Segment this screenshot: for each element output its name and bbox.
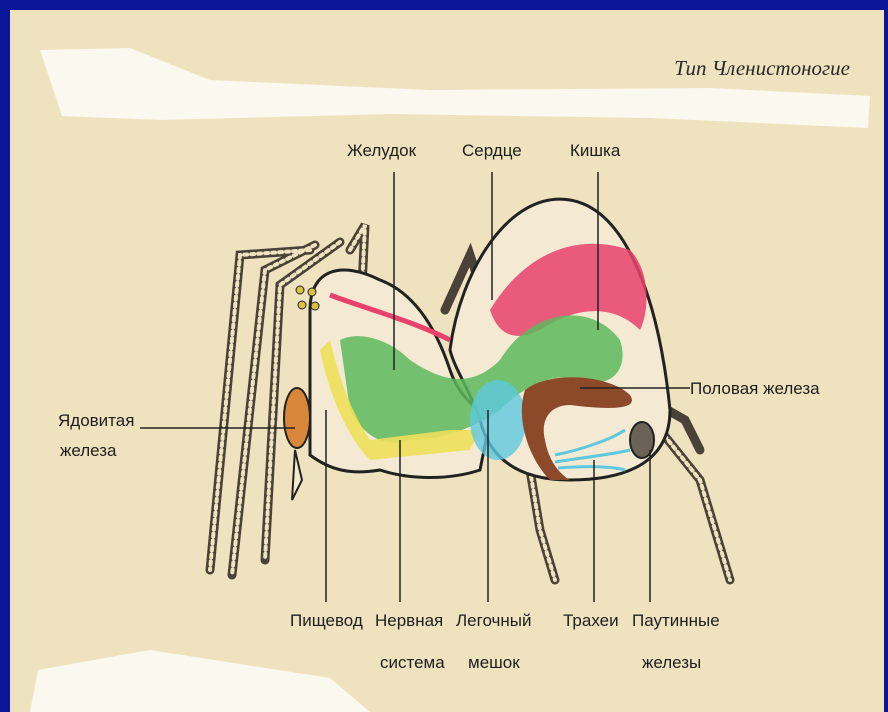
spider-anatomy-diagram [10, 10, 884, 712]
label-lung-line2: мешок [468, 652, 520, 673]
label-nervous-line1: Нервная [375, 610, 443, 631]
label-esophagus: Пищевод [290, 610, 363, 631]
label-venom-gland-line2: железа [60, 440, 117, 461]
label-heart: Сердце [462, 140, 522, 161]
label-venom-gland-line1: Ядовитая [58, 410, 134, 431]
paper-tear-bottom [30, 650, 370, 712]
label-stomach: Желудок [347, 140, 416, 161]
label-spinning-line2: железы [642, 652, 701, 673]
label-tracheae: Трахеи [563, 610, 619, 631]
label-nervous-line2: система [380, 652, 445, 673]
diagram-page: Тип Членистоногие Желудок Сердце Кишка П… [10, 10, 884, 712]
venom-gland [284, 388, 310, 448]
label-gonad: Половая железа [690, 378, 820, 399]
label-spinning-line1: Паутинные [632, 610, 720, 631]
label-intestine: Кишка [570, 140, 620, 161]
lung-sac [470, 380, 526, 460]
page-heading: Тип Членистоногие [674, 56, 850, 81]
chelicera-fang [292, 450, 302, 500]
label-lung-line1: Легочный [456, 610, 531, 631]
